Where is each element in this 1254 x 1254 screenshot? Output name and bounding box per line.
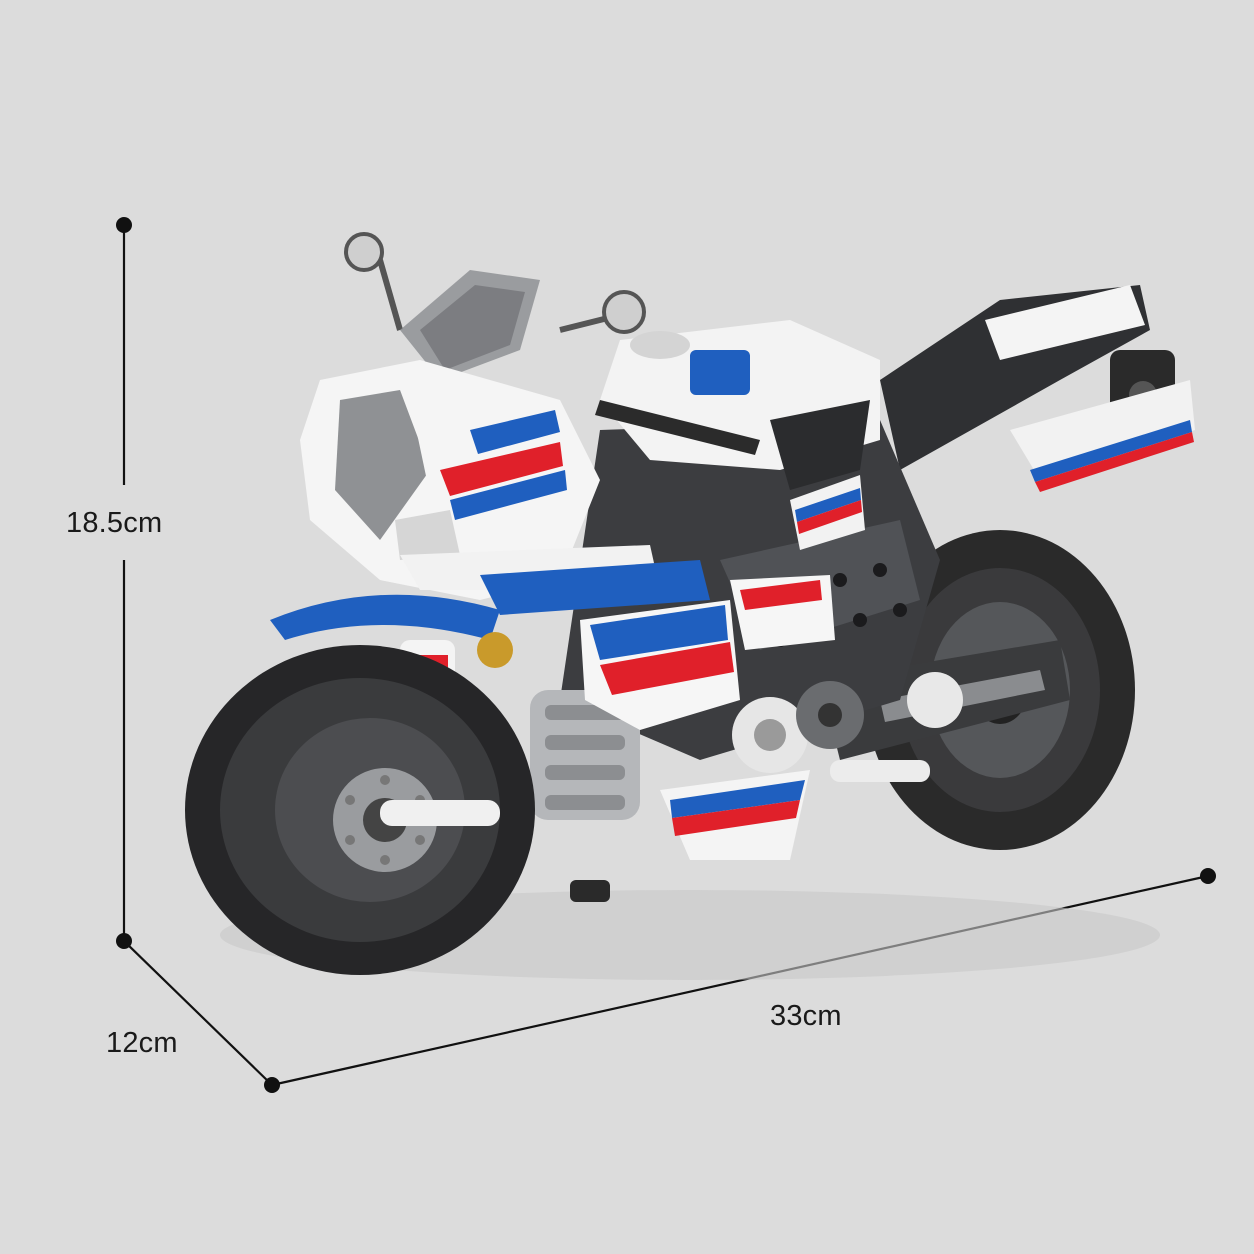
height-dimension-label: 18.5cm xyxy=(66,507,163,539)
front-wheel xyxy=(185,645,535,975)
motorcycle-model xyxy=(185,232,1195,980)
depth-dimension-label: 12cm xyxy=(106,1027,178,1059)
endpoint-rear xyxy=(1200,868,1216,884)
endpoint-depth-corner xyxy=(264,1077,280,1093)
endpoint-top xyxy=(116,217,132,233)
side-fairing xyxy=(580,575,835,730)
tail-section xyxy=(880,285,1195,492)
endpoint-front-bottom xyxy=(116,933,132,949)
dimension-endpoints xyxy=(116,217,1216,1093)
length-dimension-label: 33cm xyxy=(770,1000,842,1032)
depth-line xyxy=(123,940,273,1086)
footpegs xyxy=(570,760,930,902)
handlebars xyxy=(344,232,760,455)
belly-fairing xyxy=(660,770,810,860)
engine xyxy=(530,672,963,820)
front-fender xyxy=(270,594,500,640)
front-fairing xyxy=(300,360,710,615)
windscreen xyxy=(400,270,540,380)
